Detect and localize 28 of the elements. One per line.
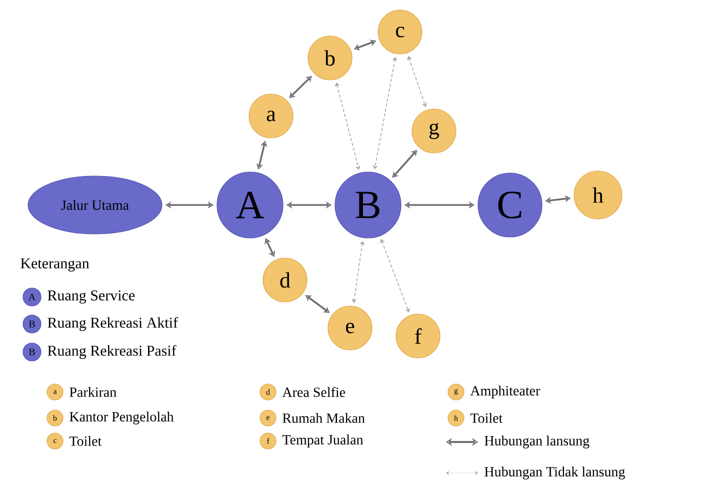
key-label: Tempat Jualan [282,434,364,448]
legend-heading: Keterangan [20,258,90,272]
key-label: Ruang Rekreasi Pasif [48,345,176,359]
key-label: Amphiteater [470,386,540,398]
circle-node: a [248,94,294,138]
key-label: Toilet [470,413,503,423]
key-label: Parkiran [70,387,116,397]
circle-node: B [334,172,402,238]
circle-node: c [378,10,422,54]
circle-node: A [216,172,284,238]
legend-label: Hubungan lansung [484,436,590,448]
key-label: Ruang Service [48,290,135,304]
circle-node: f [396,314,440,358]
circle-node: b [308,36,352,80]
circle-node: e [328,306,372,350]
legend-label: Hubungan Tidak lansung [484,466,625,480]
arrow [289,76,312,98]
key-label: Rumah Makan [282,413,365,423]
key-label: Toilet [69,436,102,446]
key-label: Kantor Pengelolah [70,412,174,424]
key-label: Area Selfie [282,387,346,397]
circle-node: C [478,172,542,238]
circle-node: d [262,258,308,302]
circle-node: g [412,108,456,154]
circle-node: h [574,170,622,220]
key-label: Ruang Rekreasi Aktif [48,317,178,331]
ellipse-node: Jalur Utama [28,176,162,234]
arrow [334,82,360,170]
